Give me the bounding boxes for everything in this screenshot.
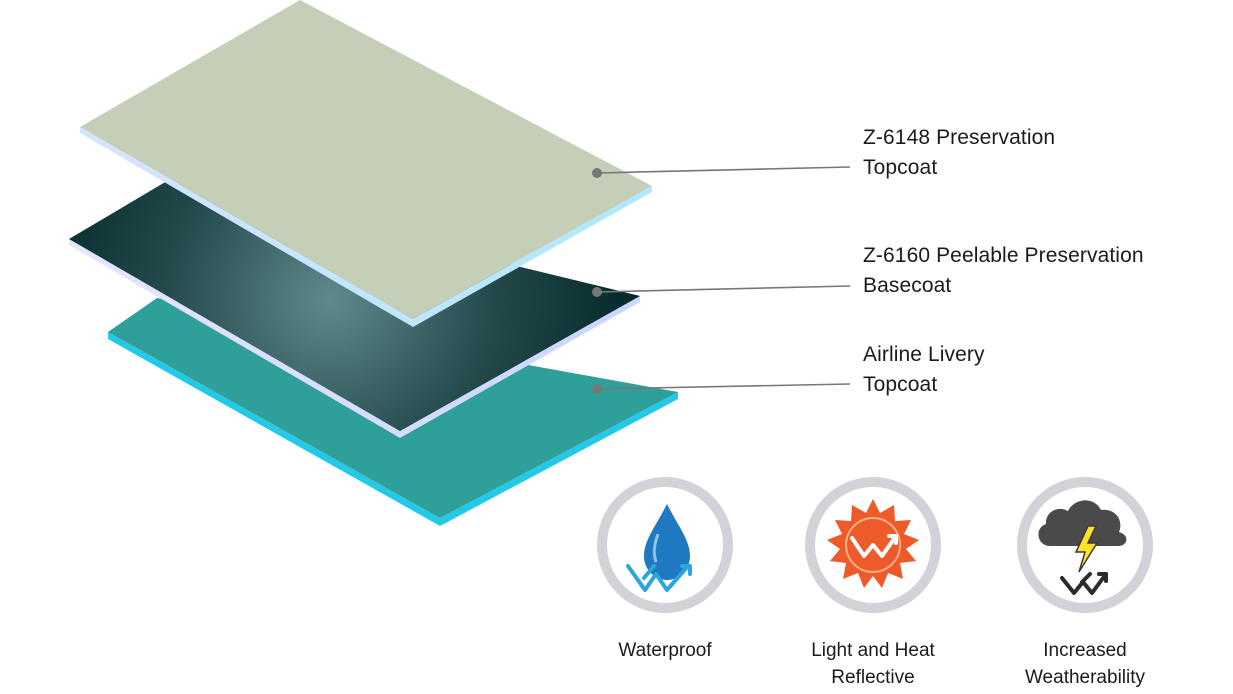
layer-label-line: Z-6160 Peelable Preservation xyxy=(863,244,1144,267)
feature-caption-waterproof: Waterproof xyxy=(570,637,760,664)
leader-dot-topcoat xyxy=(592,168,602,178)
layer-label-livery: Airline Livery Topcoat xyxy=(863,340,985,400)
light-heat-badge xyxy=(805,477,941,613)
lightning-icon xyxy=(1074,525,1099,573)
leader-line-basecoat xyxy=(596,285,851,293)
leader-line-livery xyxy=(596,383,851,390)
feature-caption-line: Reflective xyxy=(831,667,915,688)
leader-dot-livery xyxy=(592,384,602,394)
feature-caption-line: Weatherability xyxy=(1024,667,1146,688)
layer-label-line: Basecoat xyxy=(863,274,952,297)
w-logo-icon xyxy=(626,564,692,592)
weatherability-badge xyxy=(1017,477,1153,613)
layer-label-line: Topcoat xyxy=(863,373,938,396)
storm-cloud-icon xyxy=(1038,500,1127,546)
layer-label-basecoat: Z-6160 Peelable Preservation Basecoat xyxy=(863,241,1144,301)
preservation-topcoat-layer xyxy=(80,0,652,327)
w-logo-icon xyxy=(1060,572,1108,595)
waterproof-badge xyxy=(597,477,733,613)
feature-caption-line: Increased xyxy=(1043,640,1127,661)
feature-caption-line: Waterproof xyxy=(618,640,712,661)
leader-dot-basecoat xyxy=(592,287,602,297)
layer-label-line: Z-6148 Preservation xyxy=(863,126,1056,149)
feature-caption-light-heat: Light and Heat Reflective xyxy=(778,637,968,691)
basecoat-layer-face xyxy=(69,181,640,431)
layer-label-topcoat: Z-6148 Preservation Topcoat xyxy=(863,123,1055,183)
topcoat-layer-face xyxy=(80,0,652,319)
feature-caption-line: Light and Heat xyxy=(811,640,935,661)
layer-label-line: Airline Livery xyxy=(863,343,985,366)
leader-lines xyxy=(592,166,851,394)
peelable-basecoat-layer xyxy=(69,181,640,438)
leader-line-topcoat xyxy=(596,166,851,174)
feature-caption-weatherability: Increased Weatherability xyxy=(990,637,1180,691)
w-logo-icon xyxy=(850,534,898,558)
layer-label-line: Topcoat xyxy=(863,156,938,179)
